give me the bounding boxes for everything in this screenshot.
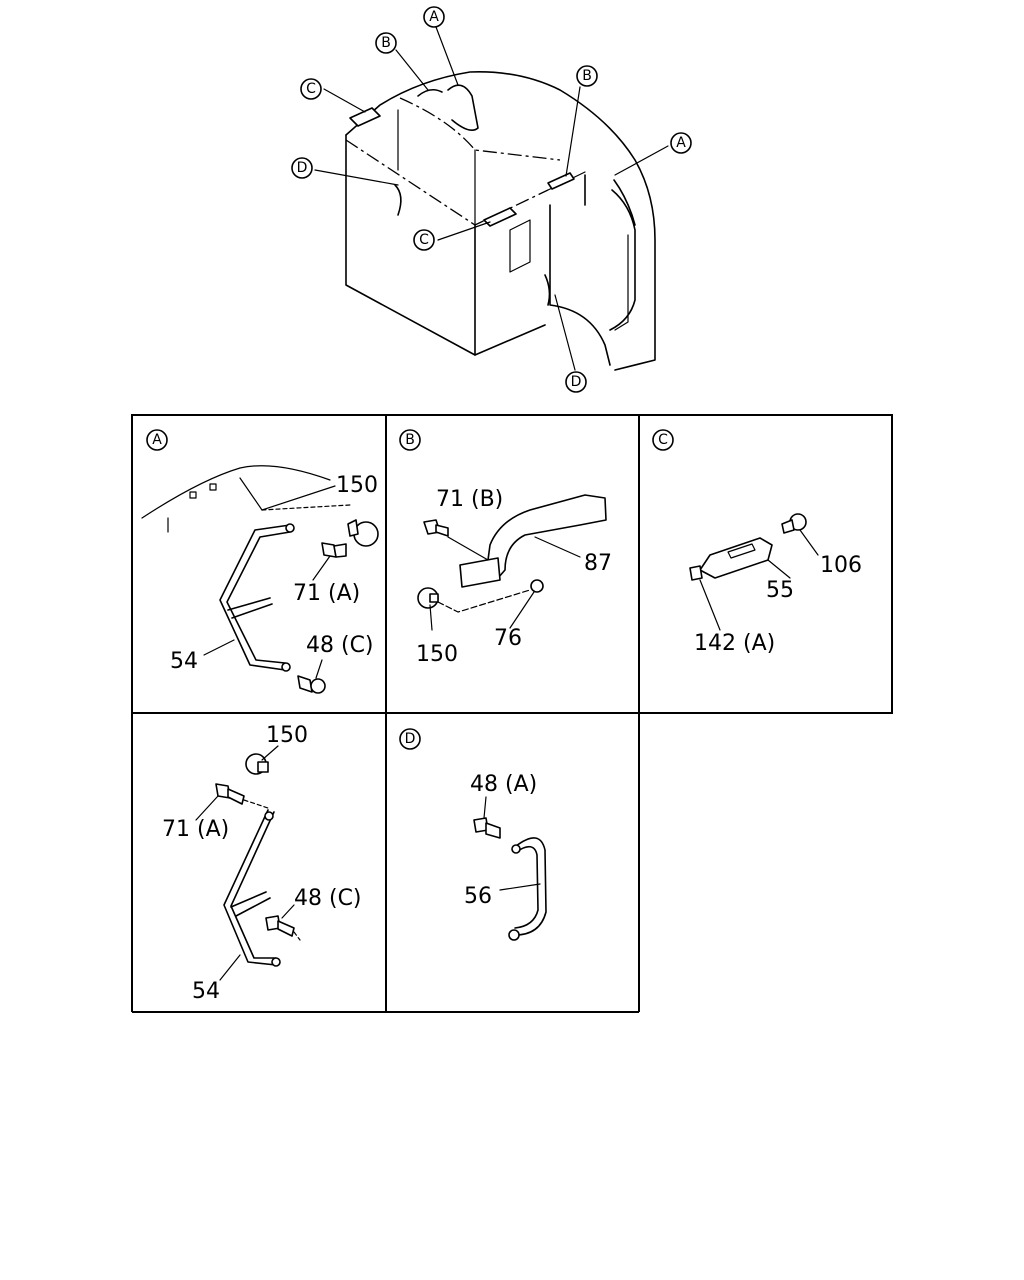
- svg-text:D: D: [297, 160, 308, 176]
- label-76: 76: [494, 626, 522, 651]
- svg-text:D: D: [571, 374, 582, 390]
- svg-text:A: A: [152, 432, 162, 448]
- label-142a: 142 (A): [694, 631, 775, 656]
- label-71a: 71 (A): [293, 581, 360, 606]
- label-48a: 48 (A): [470, 772, 537, 797]
- label-54: 54: [192, 979, 220, 1004]
- callout-b-right: B: [576, 65, 598, 87]
- label-54: 54: [170, 649, 198, 674]
- panel-d: D 48 (A) 56: [399, 728, 547, 941]
- label-71b: 71 (B): [436, 487, 503, 512]
- callout-d-bottom: D: [565, 371, 587, 393]
- panel-b-letter: B: [399, 429, 421, 451]
- panel-c-letter: C: [652, 429, 674, 451]
- callout-c-mid: C: [413, 229, 435, 251]
- svg-text:B: B: [381, 35, 391, 51]
- label-48c: 48 (C): [294, 886, 362, 911]
- callout-a-top: A: [423, 6, 445, 28]
- label-106: 106: [820, 553, 862, 578]
- svg-text:D: D: [405, 731, 416, 747]
- panel-a-variant: 150 71 (A) 48 (C) 54: [162, 723, 362, 1004]
- svg-text:A: A: [676, 135, 686, 151]
- cab-overview: [314, 26, 669, 371]
- panel-b: B 71 (B) 87 150 76: [399, 429, 612, 667]
- callout-c-top: C: [300, 78, 322, 100]
- svg-text:C: C: [419, 232, 429, 248]
- panel-a-letter: A: [146, 429, 168, 451]
- panel-a: A 150 71 (A) 54 48 (C): [141, 429, 379, 694]
- label-48c: 48 (C): [306, 633, 374, 658]
- label-87: 87: [584, 551, 612, 576]
- label-150: 150: [336, 473, 378, 498]
- svg-text:B: B: [582, 68, 592, 84]
- callout-a-right: A: [670, 132, 692, 154]
- callout-b-top: B: [375, 32, 397, 54]
- label-150: 150: [416, 642, 458, 667]
- callout-d-left: D: [291, 157, 313, 179]
- panel-c: C 106 55 142 (A): [652, 429, 862, 656]
- svg-text:A: A: [429, 9, 439, 25]
- svg-text:B: B: [405, 432, 415, 448]
- label-56: 56: [464, 884, 492, 909]
- svg-text:C: C: [306, 81, 316, 97]
- label-71a: 71 (A): [162, 817, 229, 842]
- label-150: 150: [266, 723, 308, 748]
- svg-text:C: C: [658, 432, 668, 448]
- panel-d-letter: D: [399, 728, 421, 750]
- detail-grid: [131, 414, 893, 1013]
- label-55: 55: [766, 578, 794, 603]
